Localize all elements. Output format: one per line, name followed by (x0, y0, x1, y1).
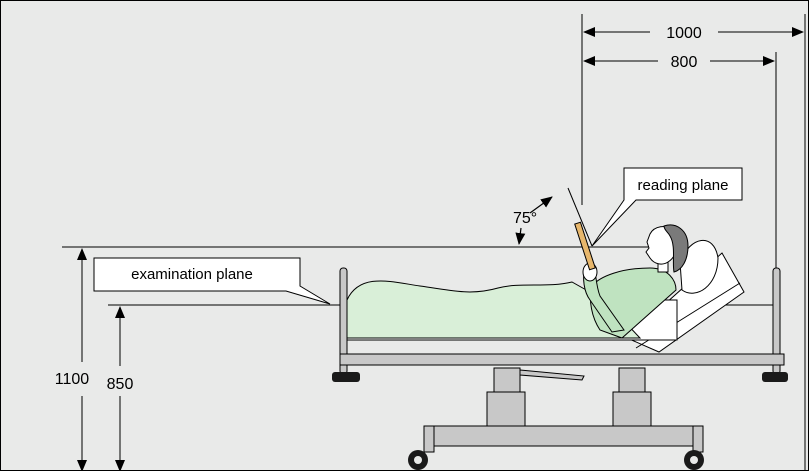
dimension-left-outer: 1100 (55, 248, 90, 471)
callout-examination-plane: examination plane (93, 257, 331, 305)
patient (582, 224, 689, 339)
dimension-left-outer-label: 1100 (55, 371, 90, 388)
angle-indicator: 75° (513, 187, 593, 247)
dimension-left-inner: 850 (107, 306, 134, 471)
wheel-right (684, 450, 704, 470)
bed-frame (332, 267, 788, 382)
callout-reading-plane: reading plane (591, 167, 743, 247)
book (574, 221, 596, 271)
dimension-top-outer-label: 1000 (666, 25, 702, 42)
examination-plane-label: examination plane (131, 266, 253, 283)
pillow (679, 239, 719, 294)
dimension-top-outer: 1000 (583, 25, 804, 42)
reading-plane-label: reading plane (638, 177, 729, 194)
patient-hair (663, 224, 689, 273)
dimension-left-inner-label: 850 (107, 376, 134, 393)
wheel-left (408, 450, 428, 470)
dimension-top-inner-label: 800 (671, 54, 698, 71)
dimension-top-inner: 800 (583, 54, 775, 71)
blanket (346, 280, 642, 339)
bed-stand (423, 367, 704, 453)
angle-label: 75° (513, 210, 537, 227)
